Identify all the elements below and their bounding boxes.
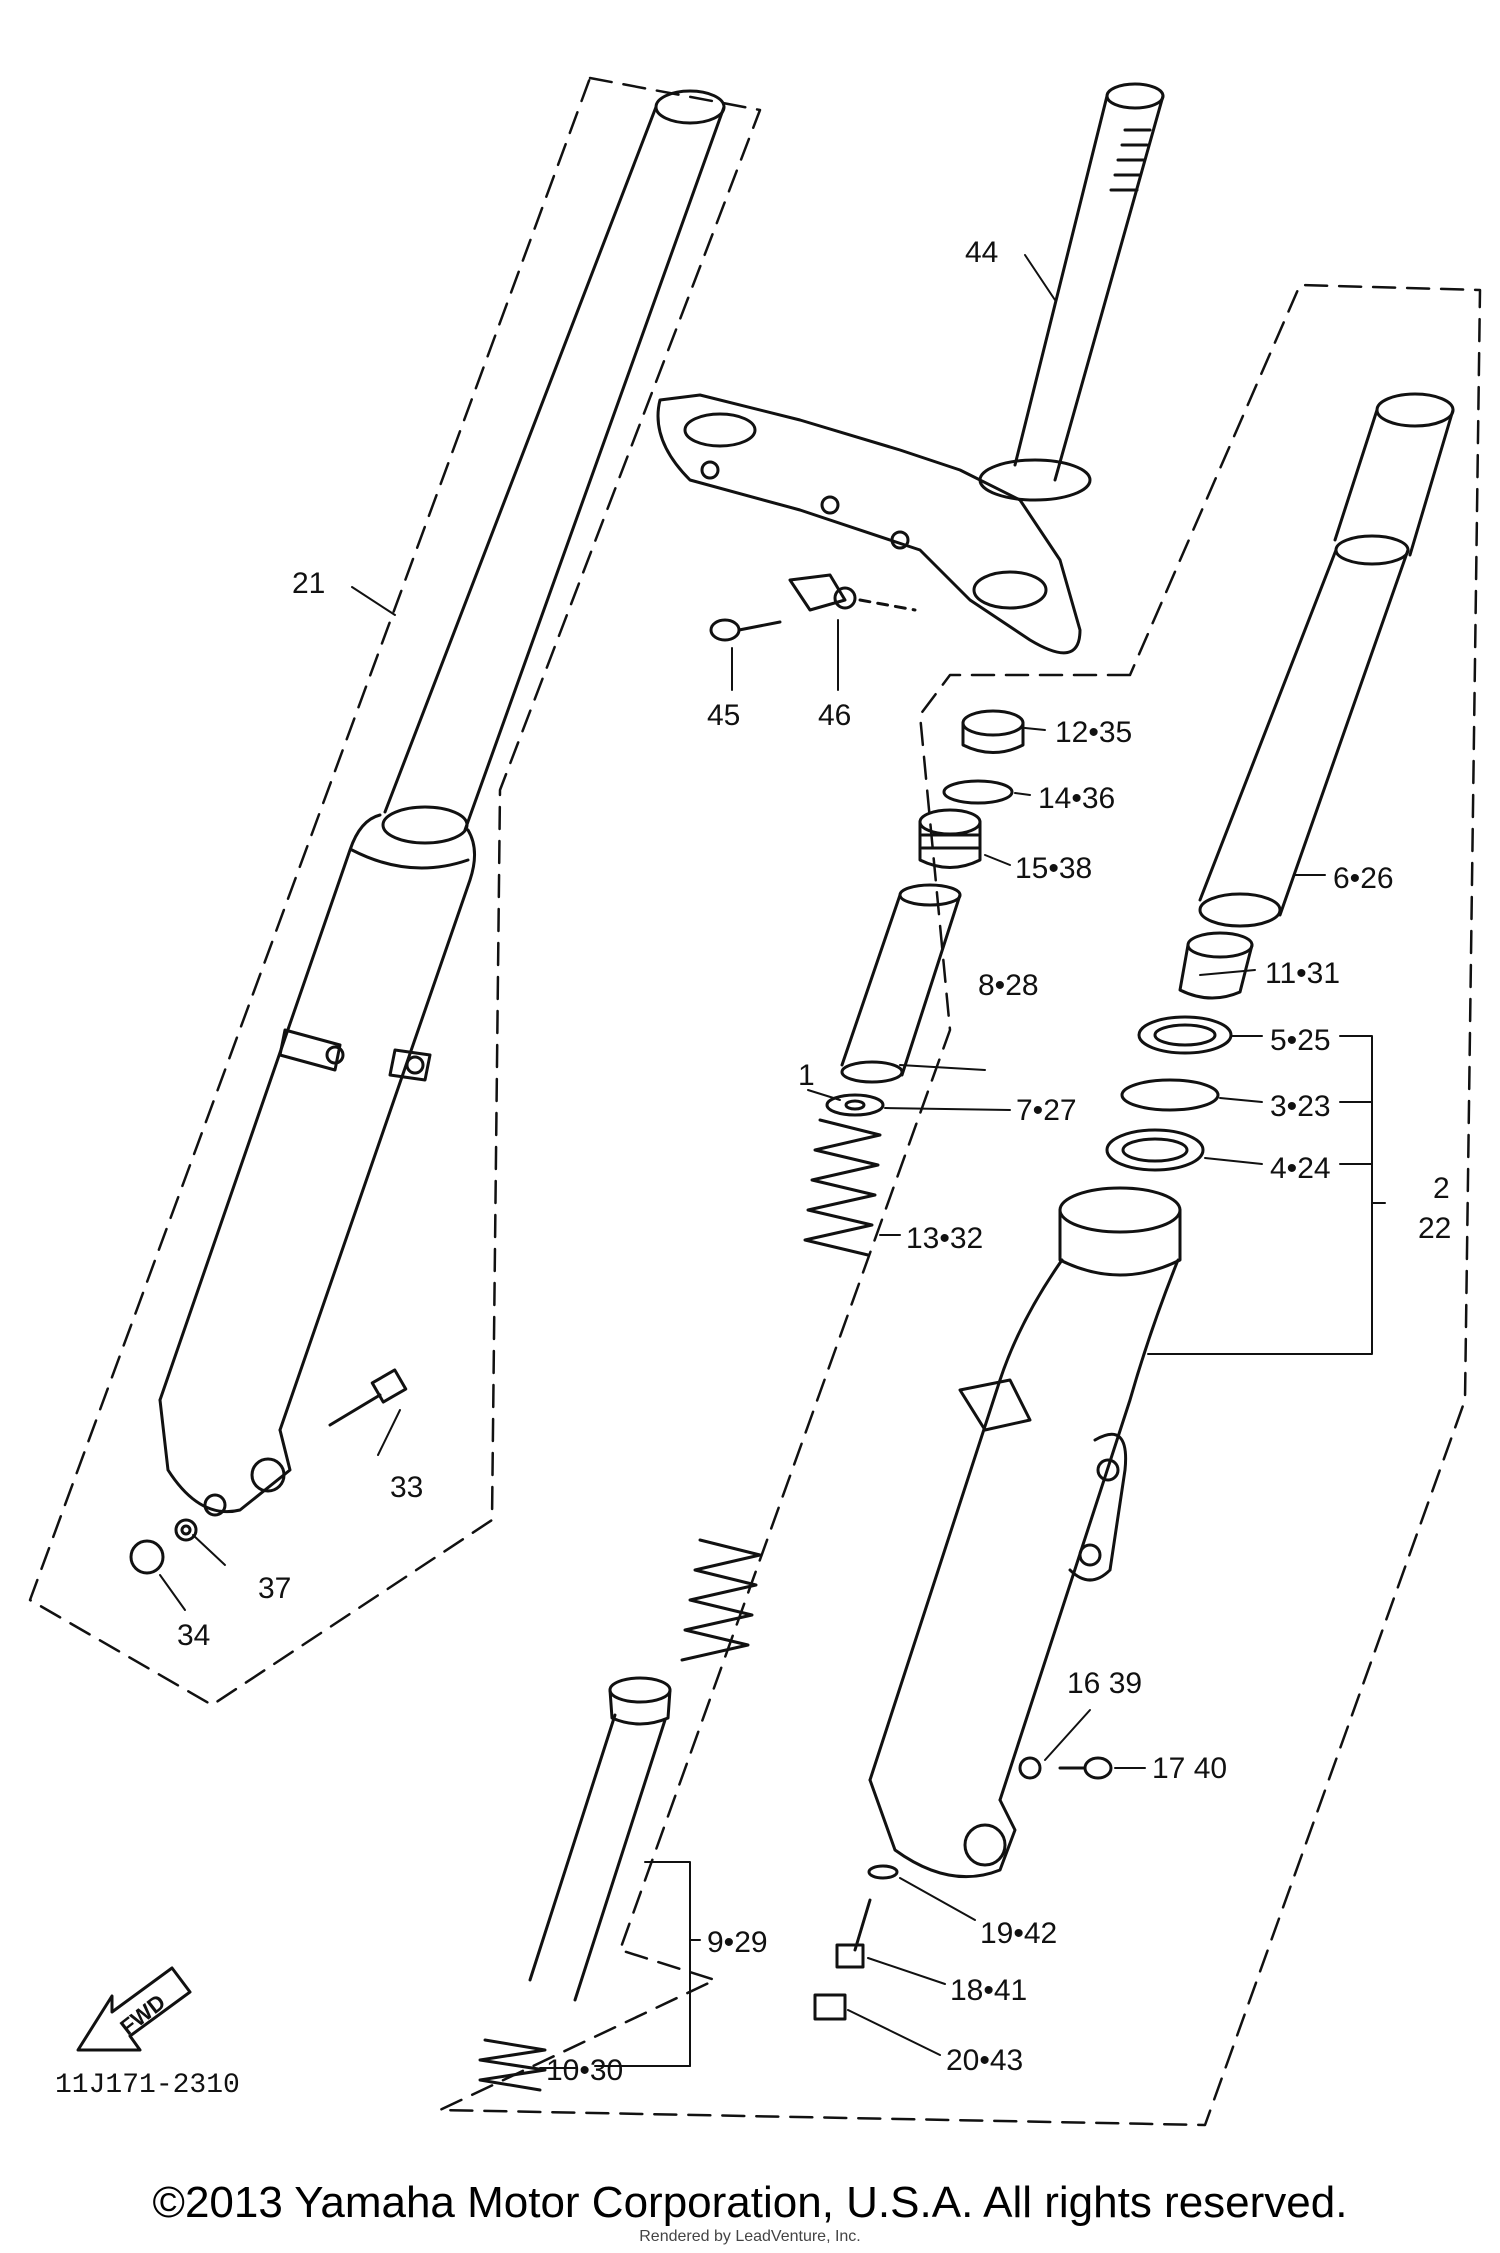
oil-seal-5 <box>1137 1015 1233 1055</box>
callout-2: 2 <box>1433 1172 1450 1205</box>
drain-bolt-17 <box>1058 1756 1113 1780</box>
callout-14-36: 14•36 <box>1038 782 1115 815</box>
damper-seat-11 <box>1178 931 1254 1000</box>
clip-3 <box>1120 1078 1220 1112</box>
callout-19-42: 19•42 <box>980 1917 1057 1950</box>
washer-16 <box>1018 1756 1042 1780</box>
callout-37: 37 <box>258 1572 291 1605</box>
damper-rod-9 <box>528 1676 672 2002</box>
callout-8-28: 8•28 <box>978 969 1039 1002</box>
callout-18-41: 18•41 <box>950 1974 1027 2007</box>
callout-45: 45 <box>707 699 740 732</box>
bolt-45 <box>709 618 782 642</box>
leader-lines <box>159 254 1386 2069</box>
callout-33: 33 <box>390 1471 423 1504</box>
callout-5-25: 5•25 <box>1270 1024 1331 1057</box>
washer-7 <box>825 1093 885 1117</box>
spacer-8 <box>840 883 962 1084</box>
callout-6-26: 6•26 <box>1333 862 1394 895</box>
cap-bolt-15 <box>918 808 982 869</box>
callout-17-40: 17 40 <box>1152 1752 1227 1785</box>
rebound-spring-10 <box>478 2038 547 2092</box>
callout-1: 1 <box>798 1059 815 1092</box>
copyright-notice: ©2013 Yamaha Motor Corporation, U.S.A. A… <box>152 2178 1348 2227</box>
fwd-label: FWD <box>115 1989 170 2040</box>
callout-3-23: 3•23 <box>1270 1090 1331 1123</box>
bolt-18 <box>835 1898 872 1969</box>
washer-37 <box>174 1518 198 1542</box>
fwd-arrow-icon <box>76 1966 192 2052</box>
right-fork-boundary <box>438 283 1482 2127</box>
callout-16-39: 16 39 <box>1067 1667 1142 1700</box>
fork-spring-upper <box>803 1118 882 1257</box>
left-outer-tube <box>158 813 476 1517</box>
callout-10-30: 10•30 <box>546 2054 623 2087</box>
under-bracket <box>656 393 1092 655</box>
reference-code: 11J171-2310 <box>55 2070 240 2101</box>
callout-13-32: 13•32 <box>906 1222 983 1255</box>
callout-34: 34 <box>177 1619 210 1652</box>
render-credit: Rendered by LeadVenture, Inc. <box>639 2228 861 2245</box>
clamp-46 <box>788 573 917 612</box>
callout-7-27: 7•27 <box>1016 1094 1077 1127</box>
right-outer-tube <box>868 1186 1182 1879</box>
callout-20-43: 20•43 <box>946 2044 1023 2077</box>
washer-19 <box>867 1864 899 1880</box>
nut-20 <box>813 1993 847 2021</box>
callout-9-29: 9•29 <box>707 1926 768 1959</box>
callout-15-38: 15•38 <box>1015 852 1092 885</box>
callouts: 21 44 45 46 12•35 14•36 15•38 6•26 8•28 … <box>55 236 1451 2101</box>
callout-4-24: 4•24 <box>1270 1152 1331 1185</box>
callout-11-31: 11•31 <box>1265 957 1340 990</box>
left-inner-tube <box>381 89 726 845</box>
bolt-33 <box>328 1368 408 1427</box>
fork-spring-lower <box>680 1538 762 1662</box>
callout-44: 44 <box>965 236 998 269</box>
left-fork-boundary <box>28 76 762 1707</box>
steering-stem <box>1013 82 1165 482</box>
callout-12-35: 12•35 <box>1055 716 1132 749</box>
callout-22: 22 <box>1418 1212 1451 1245</box>
cap-bolt-12 <box>961 709 1025 754</box>
cap-34 <box>129 1539 165 1575</box>
callout-46: 46 <box>818 699 851 732</box>
o-ring-14 <box>942 779 1014 805</box>
oil-seal-4 <box>1105 1128 1205 1172</box>
callout-21: 21 <box>292 567 325 600</box>
right-inner-tube <box>1198 392 1455 928</box>
